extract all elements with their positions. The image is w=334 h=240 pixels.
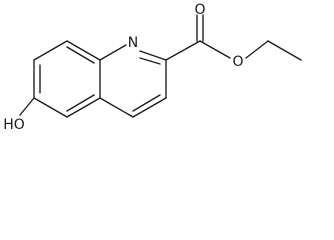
bond-n1-c2 <box>139 50 167 61</box>
bond-c7-c8 <box>33 40 68 61</box>
bond-c5-c6 <box>33 97 68 118</box>
double-bond-c8-c8a <box>66 46 95 64</box>
hydroxyl-label: HO <box>3 117 25 133</box>
bond-ester-o-ch2 <box>245 40 269 59</box>
nitrogen-label: N <box>128 35 138 51</box>
bond-c4-c4a <box>99 97 134 118</box>
bond-c2-carbonyl-c <box>165 40 201 61</box>
bond-ch2-ch3 <box>267 40 302 61</box>
bond-carbonyl-c-ester-o <box>199 40 231 59</box>
ester-oxygen-label: O <box>232 54 243 70</box>
hydroxyl-bond <box>19 97 35 116</box>
bond-c3-c4 <box>132 97 167 118</box>
bond-c8-c8a <box>66 40 101 61</box>
bond-c6-oh <box>19 97 35 116</box>
double-bond-n1-c2 <box>139 57 161 65</box>
atom-labels: N O O HO <box>3 2 243 133</box>
ester-chain-bonds <box>165 14 302 61</box>
benzene-ring-bonds <box>33 40 101 118</box>
ethyl-6-hydroxyquinoline-2-carboxylate-structure: N O O HO <box>3 2 302 133</box>
bond-c8a-n1 <box>99 44 127 61</box>
bond-c4a-c5 <box>66 97 101 118</box>
carbonyl-oxygen-label: O <box>194 2 205 18</box>
double-bond-c3-c4 <box>132 94 161 112</box>
pyridine-ring-bonds <box>99 44 167 118</box>
double-bond-c4a-c5 <box>66 94 95 112</box>
